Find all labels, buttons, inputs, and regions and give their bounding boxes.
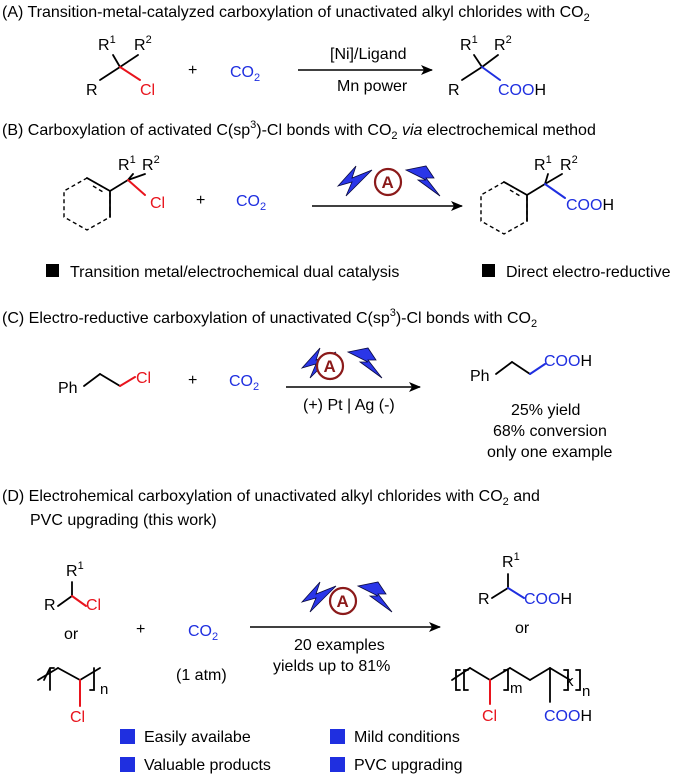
svg-text:A: A [382, 173, 394, 192]
svg-text:A: A [324, 357, 336, 376]
svg-text:R2: R2 [560, 154, 578, 174]
svg-text:yields up to 81%: yields up to 81% [273, 658, 390, 675]
svg-text:Cl: Cl [86, 597, 101, 614]
plus-sign: + [188, 62, 197, 79]
legend: Easily availabe Mild conditions Valuable… [120, 729, 463, 774]
section-d: (D) Electrohemical carboxylation of unac… [2, 488, 592, 774]
electrolysis-icon: A [336, 165, 441, 197]
svg-text:CO2: CO2 [236, 193, 266, 213]
section-c-product: Ph COOH [470, 353, 592, 385]
section-d-product: R1 R COOH or [478, 551, 572, 637]
svg-text:A: A [337, 592, 349, 611]
svg-text:20 examples: 20 examples [294, 637, 385, 654]
section-a-reactant: R1 R2 R Cl [86, 34, 155, 99]
electrolysis-icon: A [300, 581, 393, 616]
svg-text:R2: R2 [142, 154, 160, 174]
svg-text:25% yield: 25% yield [511, 402, 580, 419]
svg-text:R1: R1 [460, 34, 478, 54]
svg-text:R1: R1 [118, 154, 136, 174]
section-a-title: (A) Transition-metal-catalyzed carboxyla… [2, 4, 590, 24]
section-b-title: (B) Carboxylation of activated C(sp3)-Cl… [2, 119, 596, 142]
svg-text:n: n [582, 683, 590, 700]
svg-text:R: R [448, 82, 460, 99]
svg-text:Cl: Cl [482, 708, 497, 725]
legend-square [46, 264, 59, 277]
svg-text:+: + [136, 621, 145, 638]
svg-text:PVC upgrading: PVC upgrading [354, 757, 463, 774]
svg-text:or: or [515, 620, 530, 637]
svg-text:+: + [196, 192, 205, 209]
svg-text:R2: R2 [494, 34, 512, 54]
svg-text:Cl: Cl [140, 82, 155, 99]
svg-text:Cl: Cl [136, 370, 151, 387]
electrolysis-icon: A [300, 347, 383, 381]
pvc-polymer: n Cl [37, 667, 108, 726]
svg-text:Valuable products: Valuable products [144, 757, 271, 774]
svg-text:[Ni]/Ligand: [Ni]/Ligand [330, 46, 407, 63]
svg-text:only one example: only one example [487, 444, 613, 461]
svg-text:Cl: Cl [70, 709, 85, 726]
svg-text:Cl: Cl [150, 195, 165, 212]
legend-square [482, 264, 495, 277]
section-d-reactant: R1 R Cl or [44, 560, 101, 643]
svg-text:COOH: COOH [498, 82, 546, 99]
svg-text:COOH: COOH [544, 353, 592, 370]
svg-text:Transition metal/electrochemic: Transition metal/electrochemical dual ca… [70, 264, 399, 281]
svg-text:(1 atm): (1 atm) [176, 667, 227, 684]
svg-text:Ph: Ph [58, 380, 78, 397]
svg-text:Direct electro-reductive: Direct electro-reductive [506, 264, 671, 281]
svg-text:Ph: Ph [470, 368, 490, 385]
svg-text:Easily availabe: Easily availabe [144, 729, 251, 746]
section-c: (C) Electro-reductive carboxylation of u… [2, 307, 613, 461]
svg-text:R2: R2 [134, 34, 152, 54]
svg-text:(+) Pt | Ag (-): (+) Pt | Ag (-) [303, 397, 395, 414]
svg-text:CO2: CO2 [229, 373, 259, 393]
carboxylated-polymer: m k n Cl COOH [451, 667, 592, 725]
svg-text:R1: R1 [534, 154, 552, 174]
svg-text:COOH: COOH [524, 591, 572, 608]
svg-text:PVC upgrading (this work): PVC upgrading (this work) [30, 512, 217, 529]
svg-text:k: k [566, 673, 574, 690]
svg-text:R: R [86, 82, 98, 99]
svg-text:R1: R1 [98, 34, 116, 54]
svg-text:n: n [100, 681, 108, 698]
svg-text:68% conversion: 68% conversion [493, 423, 607, 440]
svg-text:+: + [188, 372, 197, 389]
section-c-reactant: Ph Cl [58, 370, 151, 397]
co2-label: CO2 [230, 64, 260, 84]
section-b-product: R1 R2 COOH [480, 154, 614, 235]
svg-text:CO2: CO2 [188, 623, 218, 643]
svg-text:COOH: COOH [566, 197, 614, 214]
svg-text:or: or [64, 626, 79, 643]
svg-text:R: R [478, 591, 490, 608]
section-b-reactant: R1 R2 Cl [63, 154, 165, 231]
svg-text:Mn power: Mn power [337, 78, 408, 95]
svg-text:COOH: COOH [544, 708, 592, 725]
section-d-title: (D) Electrohemical carboxylation of unac… [2, 488, 540, 508]
svg-text:R1: R1 [502, 551, 520, 571]
svg-text:R: R [44, 597, 56, 614]
svg-text:m: m [510, 680, 523, 697]
section-a: (A) Transition-metal-catalyzed carboxyla… [2, 4, 590, 99]
section-b: (B) Carboxylation of activated C(sp3)-Cl… [2, 119, 671, 281]
svg-text:Mild conditions: Mild conditions [354, 729, 460, 746]
section-a-product: R1 R2 R COOH [448, 34, 546, 99]
svg-text:R1: R1 [66, 560, 84, 580]
section-c-title: (C) Electro-reductive carboxylation of u… [2, 307, 537, 330]
